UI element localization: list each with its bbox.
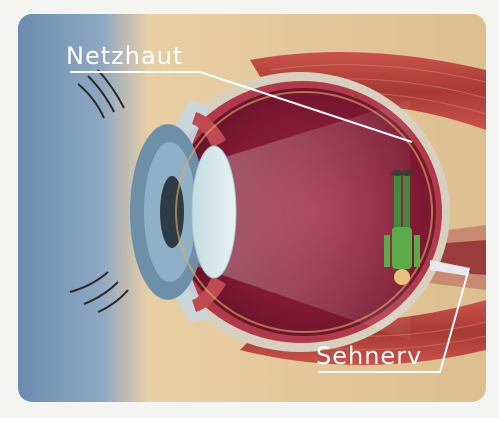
lens xyxy=(192,146,236,278)
pupil xyxy=(160,176,184,248)
optic-nerve-label: Sehnerv xyxy=(316,342,422,370)
retina-label: Netzhaut xyxy=(66,42,183,70)
